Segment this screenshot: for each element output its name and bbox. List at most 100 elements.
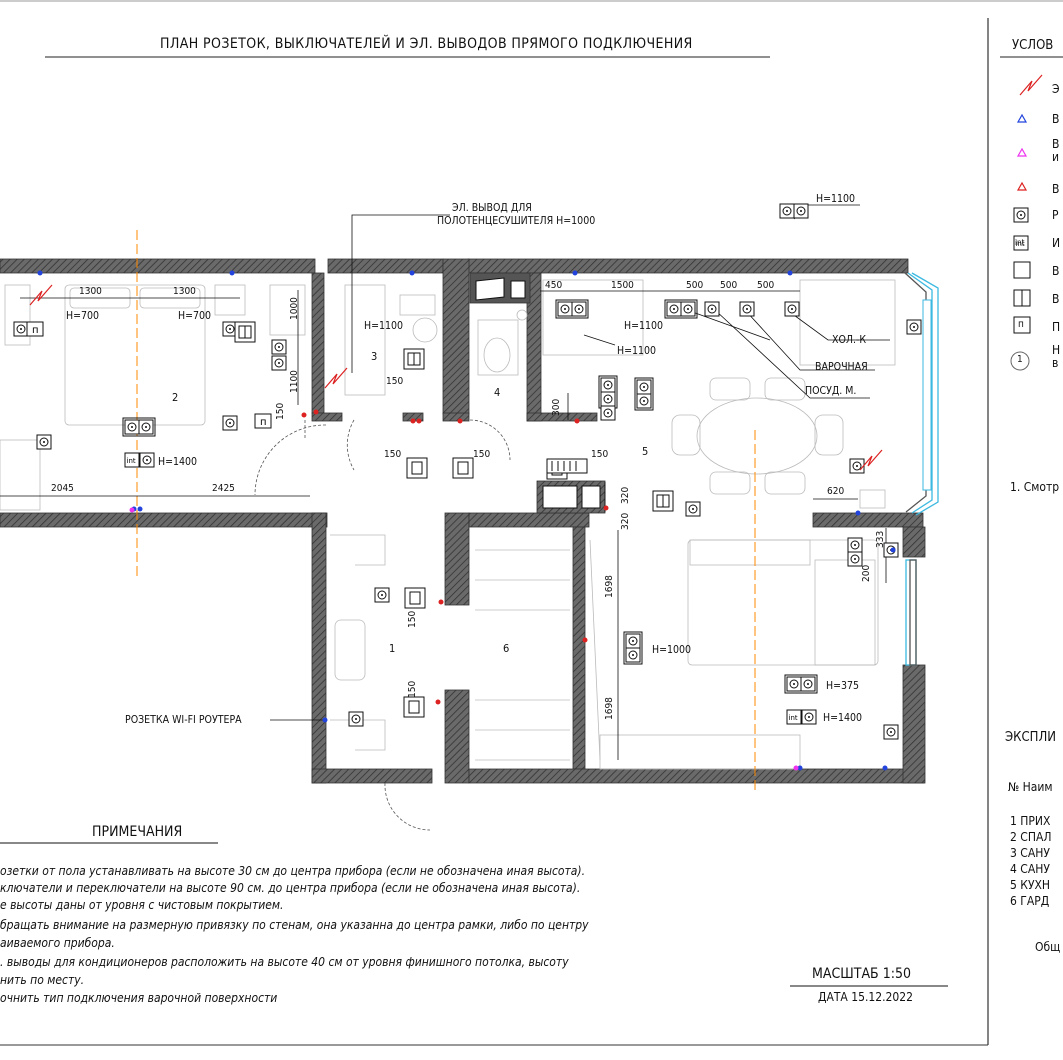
socket-icon (557, 301, 573, 317)
legend-note: 1. Смотр (1010, 480, 1060, 494)
legend-item: В (1052, 264, 1060, 278)
wall (467, 258, 909, 274)
room-number: 1 (389, 642, 396, 655)
socket-icon (883, 724, 899, 740)
connection-point-icon (438, 599, 444, 605)
dishwasher-label: ПОСУД. М. (805, 385, 857, 397)
dimension: 1100 (289, 370, 300, 393)
socket-icon (600, 391, 616, 407)
socket-icon (786, 676, 802, 692)
dimension: 150 (384, 449, 402, 460)
height-label: Н=1100 (617, 345, 657, 357)
p-box-icon: п (254, 413, 272, 429)
socket-icon (784, 301, 800, 317)
connection-point-icon (797, 765, 803, 771)
dimension: 450 (545, 280, 563, 291)
wall (0, 512, 328, 528)
marker-icon (1016, 181, 1028, 191)
fridge-label: ХОЛ.-К (832, 334, 867, 346)
connection-point-icon (322, 717, 328, 723)
dimension: 1698 (604, 575, 615, 598)
wall (311, 512, 327, 784)
wall (902, 664, 926, 784)
socket-icon (685, 501, 701, 517)
switch-icon (652, 490, 674, 512)
walls (0, 258, 926, 784)
connection-point-icon (435, 699, 441, 705)
socket-icon (666, 301, 682, 317)
wall (442, 258, 470, 415)
dimension: 150 (591, 449, 609, 460)
connection-point-icon (582, 637, 588, 643)
legend-item: И (1052, 236, 1061, 250)
legend-int-mark: int (1015, 238, 1025, 247)
connection-point-icon (882, 765, 888, 771)
wall (442, 412, 470, 422)
towel-label-2: ПОЛОТЕНЦЕСУШИТЕЛЯ Н=1000 (437, 215, 596, 227)
explication-header: № Наим (1008, 780, 1053, 794)
socket-icon (13, 321, 29, 337)
switch-icon (403, 348, 425, 370)
marker-icon (1016, 147, 1028, 157)
socket-icon (348, 711, 364, 727)
leader-lines (270, 204, 890, 721)
dimension: 620 (827, 486, 845, 497)
room-number: 4 (494, 386, 501, 399)
socket-icon (779, 203, 795, 219)
connection-point-icon (787, 270, 793, 276)
page-title: ПЛАН РОЗЕТОК, ВЫКЛЮЧАТЕЛЕЙ И ЭЛ. ВЫВОДОВ… (160, 36, 693, 52)
dimension: 1698 (604, 697, 615, 720)
socket-icon (36, 434, 52, 450)
room-number: 2 (172, 391, 179, 404)
socket-icon (739, 301, 755, 317)
height-label: Н=1100 (816, 193, 856, 205)
wall (526, 412, 598, 422)
wall (468, 768, 925, 784)
socket-icon (704, 301, 720, 317)
vent-niche (542, 485, 578, 509)
p-box-icon: п (26, 321, 44, 337)
socket-icon (625, 647, 641, 663)
svg-text:int: int (1016, 240, 1025, 248)
note-line: е высоты даны от уровня с чистовым покры… (0, 898, 284, 912)
connection-point-icon (890, 547, 896, 553)
wall (311, 768, 433, 784)
socket-icon (800, 676, 816, 692)
explication-row: 6 ГАРД (1010, 894, 1050, 908)
explication-total: Общ (1035, 940, 1061, 954)
connection-point-icon (416, 418, 422, 424)
door-swings (254, 419, 511, 831)
socket-icon (222, 415, 238, 431)
wall (812, 512, 924, 528)
legend-title: УСЛОВ (1012, 38, 1054, 53)
dimension: 150 (407, 610, 418, 628)
double-socket-icon (664, 299, 698, 319)
socket-icon (680, 301, 696, 317)
connection-point-icon (410, 418, 416, 424)
date-label: ДАТА 15.12.2022 (818, 990, 914, 1004)
wall (444, 512, 470, 606)
switch-icon (406, 457, 428, 479)
note-line: ключатели и переключатели на высоте 90 с… (0, 881, 581, 895)
connection-point-icon (129, 507, 135, 513)
explication-row: 2 СПАЛ (1010, 830, 1052, 844)
scale-underline (790, 985, 948, 987)
svg-text:int: int (127, 457, 136, 465)
socket-icon (636, 393, 652, 409)
height-label: Н=1400 (823, 712, 863, 724)
dimension: 150 (275, 402, 286, 420)
legend-item: Р (1052, 208, 1059, 222)
wall (311, 412, 343, 422)
socket-icon (1013, 207, 1029, 223)
room-number: 3 (371, 350, 378, 363)
dimension-lines (0, 290, 887, 760)
socket-icon (801, 709, 817, 725)
socket-icon (636, 379, 652, 395)
height-label: Н=1000 (652, 644, 692, 656)
height-label: Н=1100 (624, 320, 664, 332)
internet-socket-icon: int (124, 452, 140, 468)
wall (444, 689, 470, 784)
dimension: 200 (861, 564, 872, 582)
